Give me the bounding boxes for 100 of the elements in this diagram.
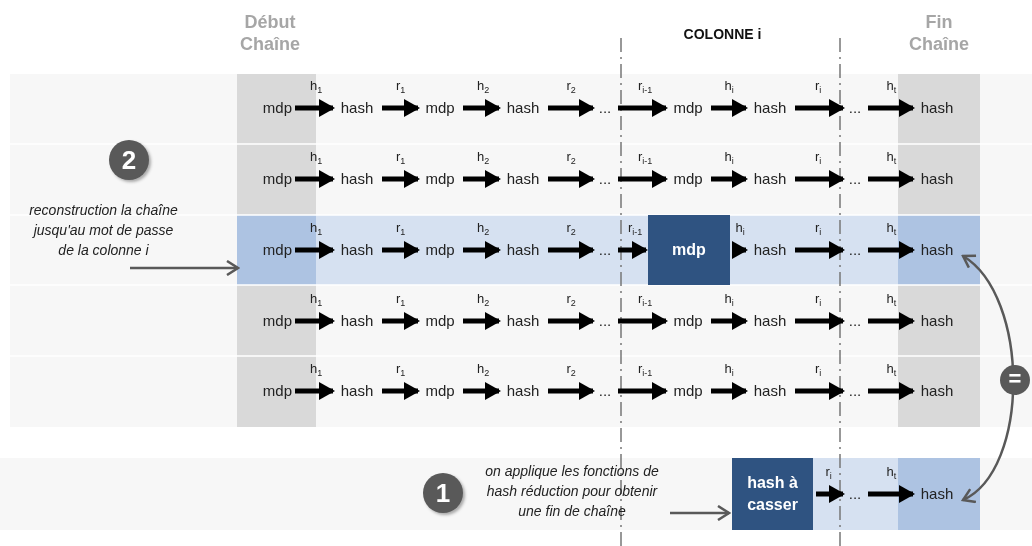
edge-label: r$_{i-1}$ [638, 79, 653, 97]
edge-label: h$_{t}$ [886, 465, 897, 483]
node-label: mdp [668, 98, 708, 118]
arrow [548, 382, 595, 400]
arrow [295, 382, 335, 400]
arrow [711, 382, 748, 400]
arrow [463, 312, 501, 330]
edge-label: h$_{t}$ [886, 150, 897, 168]
edge-label: r$_{1}$ [396, 292, 406, 310]
node-label: mdp [420, 240, 460, 260]
edge-label: r$_{2}$ [566, 150, 576, 168]
node-label: hash [335, 311, 379, 331]
edge-label: r$_{2}$ [566, 292, 576, 310]
arrow [295, 241, 335, 259]
node-label: hash [335, 381, 379, 401]
edge-label: h$_{i}$ [724, 150, 734, 168]
edge-label: r$_{i-1}$ [638, 362, 653, 380]
edge-label: h$_{2}$ [477, 362, 490, 380]
node-label: hash [748, 240, 792, 260]
arrow [711, 312, 748, 330]
arrow [868, 382, 915, 400]
edge-label: r$_{1}$ [396, 221, 406, 239]
node-label: ... [595, 169, 615, 189]
edge-label: h$_{1}$ [310, 150, 323, 168]
node-label: hash [915, 98, 959, 118]
node-label: mdp [420, 98, 460, 118]
node-label: hash [335, 169, 379, 189]
node-label: ... [845, 98, 865, 118]
column-header: Début Chaîne [239, 11, 301, 55]
edge-label: r$_{2}$ [566, 362, 576, 380]
edge-label: h$_{1}$ [310, 221, 323, 239]
node-label: mdp [240, 98, 292, 118]
edge-label: h$_{1}$ [310, 292, 323, 310]
node-label: mdp [668, 311, 708, 331]
edge-label: h$_{t}$ [886, 362, 897, 380]
arrow [618, 241, 648, 259]
node-label: ... [595, 240, 615, 260]
node-label: hash [748, 98, 792, 118]
edge-label: r$_{2}$ [566, 79, 576, 97]
arrow [548, 170, 595, 188]
edge-label: h$_{i}$ [724, 79, 734, 97]
node-label: mdp [240, 169, 292, 189]
node-label: mdp [420, 311, 460, 331]
node-label: mdp [420, 381, 460, 401]
highlighted-box: mdp [648, 215, 730, 285]
annotation-text: on applique les fonctions de hash réduction pour obtenir une fin de chaîne [476, 461, 668, 525]
arrow [618, 382, 668, 400]
edge-label: r$_{2}$ [566, 221, 576, 239]
node-label: hash [748, 311, 792, 331]
arrow [382, 99, 420, 117]
arrow [795, 99, 845, 117]
arrow [295, 170, 335, 188]
column-header: COLONNE i [682, 25, 763, 43]
node-label: ... [845, 381, 865, 401]
arrow [130, 259, 240, 277]
arrow [463, 382, 501, 400]
edge-label: h$_{i}$ [724, 292, 734, 310]
arrow [382, 241, 420, 259]
arrow [868, 485, 915, 503]
arrow [711, 170, 748, 188]
node-label: mdp [668, 169, 708, 189]
node-label: hash [915, 169, 959, 189]
arrow [670, 504, 731, 522]
node-label: ... [845, 169, 865, 189]
edge-label: r$_{i}$ [825, 465, 832, 483]
arrow [463, 99, 501, 117]
edge-label: r$_{1}$ [396, 362, 406, 380]
arrow [795, 382, 845, 400]
edge-label: r$_{1}$ [396, 150, 406, 168]
arrow [711, 99, 748, 117]
edge-label: r$_{i-1}$ [638, 292, 653, 310]
node-label: mdp [240, 311, 292, 331]
node-label: hash [915, 381, 959, 401]
edge-label: h$_{i}$ [724, 362, 734, 380]
edge-label: h$_{2}$ [477, 221, 490, 239]
arrow [732, 241, 748, 259]
node-label: mdp [240, 240, 292, 260]
node-label: hash [915, 240, 959, 260]
arrow [382, 170, 420, 188]
edge-label: h$_{t}$ [886, 292, 897, 310]
arrow [295, 312, 335, 330]
edge-label: h$_{2}$ [477, 150, 490, 168]
edge-label: r$_{i-1}$ [628, 221, 643, 239]
node-label: hash [915, 484, 959, 504]
edge-label: h$_{2}$ [477, 292, 490, 310]
edge-label: r$_{i}$ [815, 292, 822, 310]
edge-label: r$_{i}$ [815, 221, 822, 239]
edge-label: r$_{i}$ [815, 79, 822, 97]
arrow [618, 312, 668, 330]
node-label: ... [845, 484, 865, 504]
column-header: Fin Chaîne [908, 11, 970, 55]
arrow [795, 170, 845, 188]
arrow [548, 312, 595, 330]
node-label: mdp [240, 381, 292, 401]
node-label: hash [501, 311, 545, 331]
node-label: hash [335, 240, 379, 260]
node-label: ... [595, 98, 615, 118]
edge-label: h$_{1}$ [310, 362, 323, 380]
arrow [463, 170, 501, 188]
node-label: hash [501, 240, 545, 260]
